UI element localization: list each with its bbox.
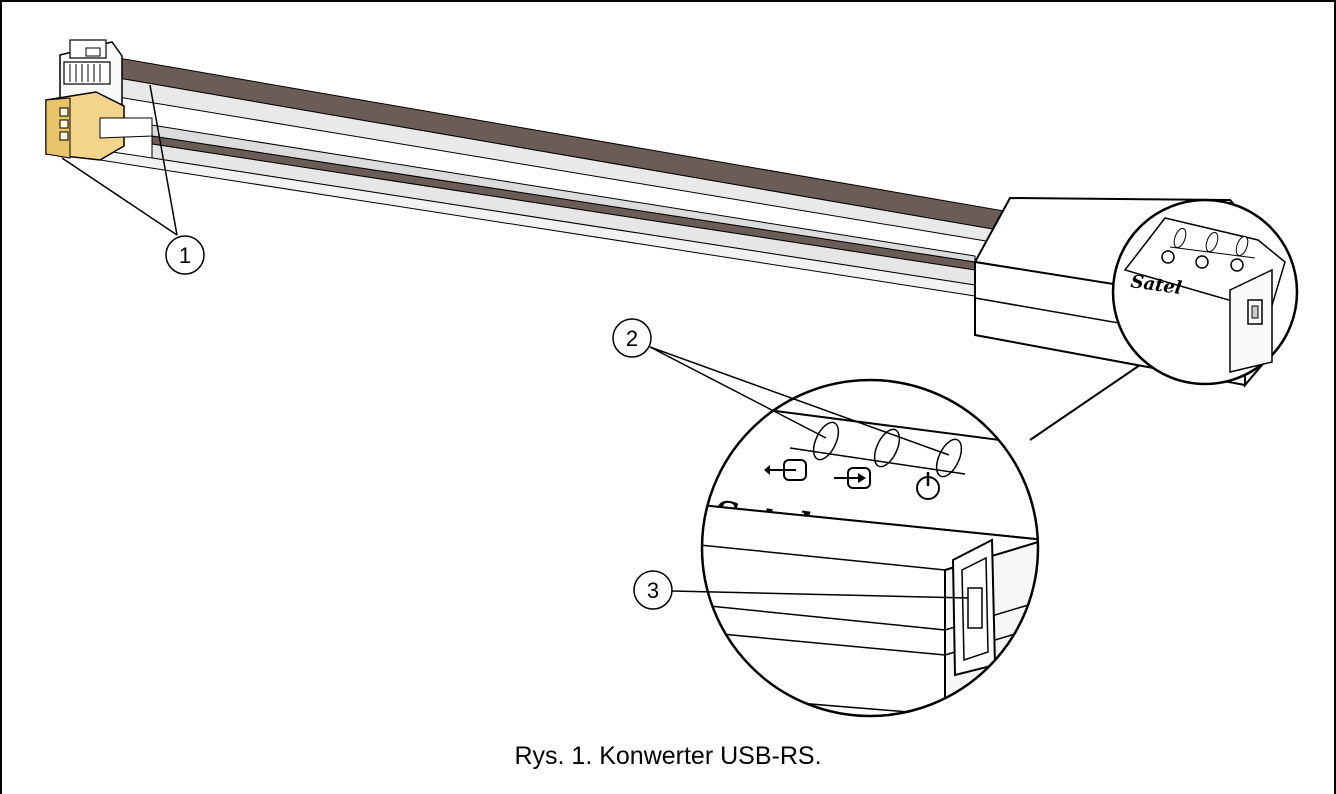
large-magnifier: Satel <box>700 378 1040 718</box>
led-slot <box>812 421 840 461</box>
flat-cables <box>99 57 1011 297</box>
small-magnifier: Satel <box>1111 198 1299 386</box>
callout-3: 3 <box>633 570 969 610</box>
led-slot <box>935 438 963 478</box>
pin-header-connector <box>45 91 153 161</box>
figure-caption: Rys. 1. Konwerter USB-RS. <box>514 742 822 770</box>
callout-3-label: 3 <box>647 578 659 603</box>
power-icon <box>916 472 940 500</box>
callout-1-label: 1 <box>179 243 191 268</box>
magnifier-link-line <box>1029 364 1141 441</box>
callout-2-label: 2 <box>626 326 638 351</box>
callout-2: 2 <box>612 318 950 456</box>
data-out-icon <box>834 467 871 489</box>
led-slot <box>873 428 901 468</box>
usb-port <box>951 538 997 677</box>
callout-1: 1 <box>61 84 205 275</box>
data-in-icon <box>764 459 807 481</box>
